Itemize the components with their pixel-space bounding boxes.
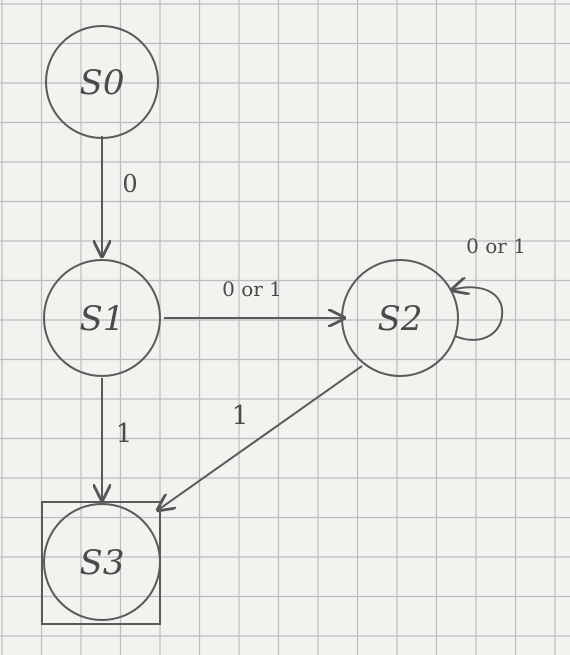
edge-s2-self-label: 0 or 1 [466,234,526,258]
edge-s1-s3-label: 1 [116,419,133,449]
state-s0-label: S0 [80,63,125,103]
edge-s2-self-loop [452,287,504,341]
state-s0-circle [45,25,159,139]
state-s3-accept-box [41,501,161,625]
state-s1-circle [43,259,161,377]
state-s1-label: S1 [80,299,125,339]
state-s3-label: S3 [80,543,125,583]
edge-s2-s3-label: 1 [232,401,249,431]
edge-s1-s2-label: 0 or 1 [222,277,282,301]
edge-s0-s1-label: 0 [122,170,137,198]
state-s2-label: S2 [378,299,423,339]
state-s2-circle [341,259,459,377]
edge-s2-s3 [158,365,363,510]
